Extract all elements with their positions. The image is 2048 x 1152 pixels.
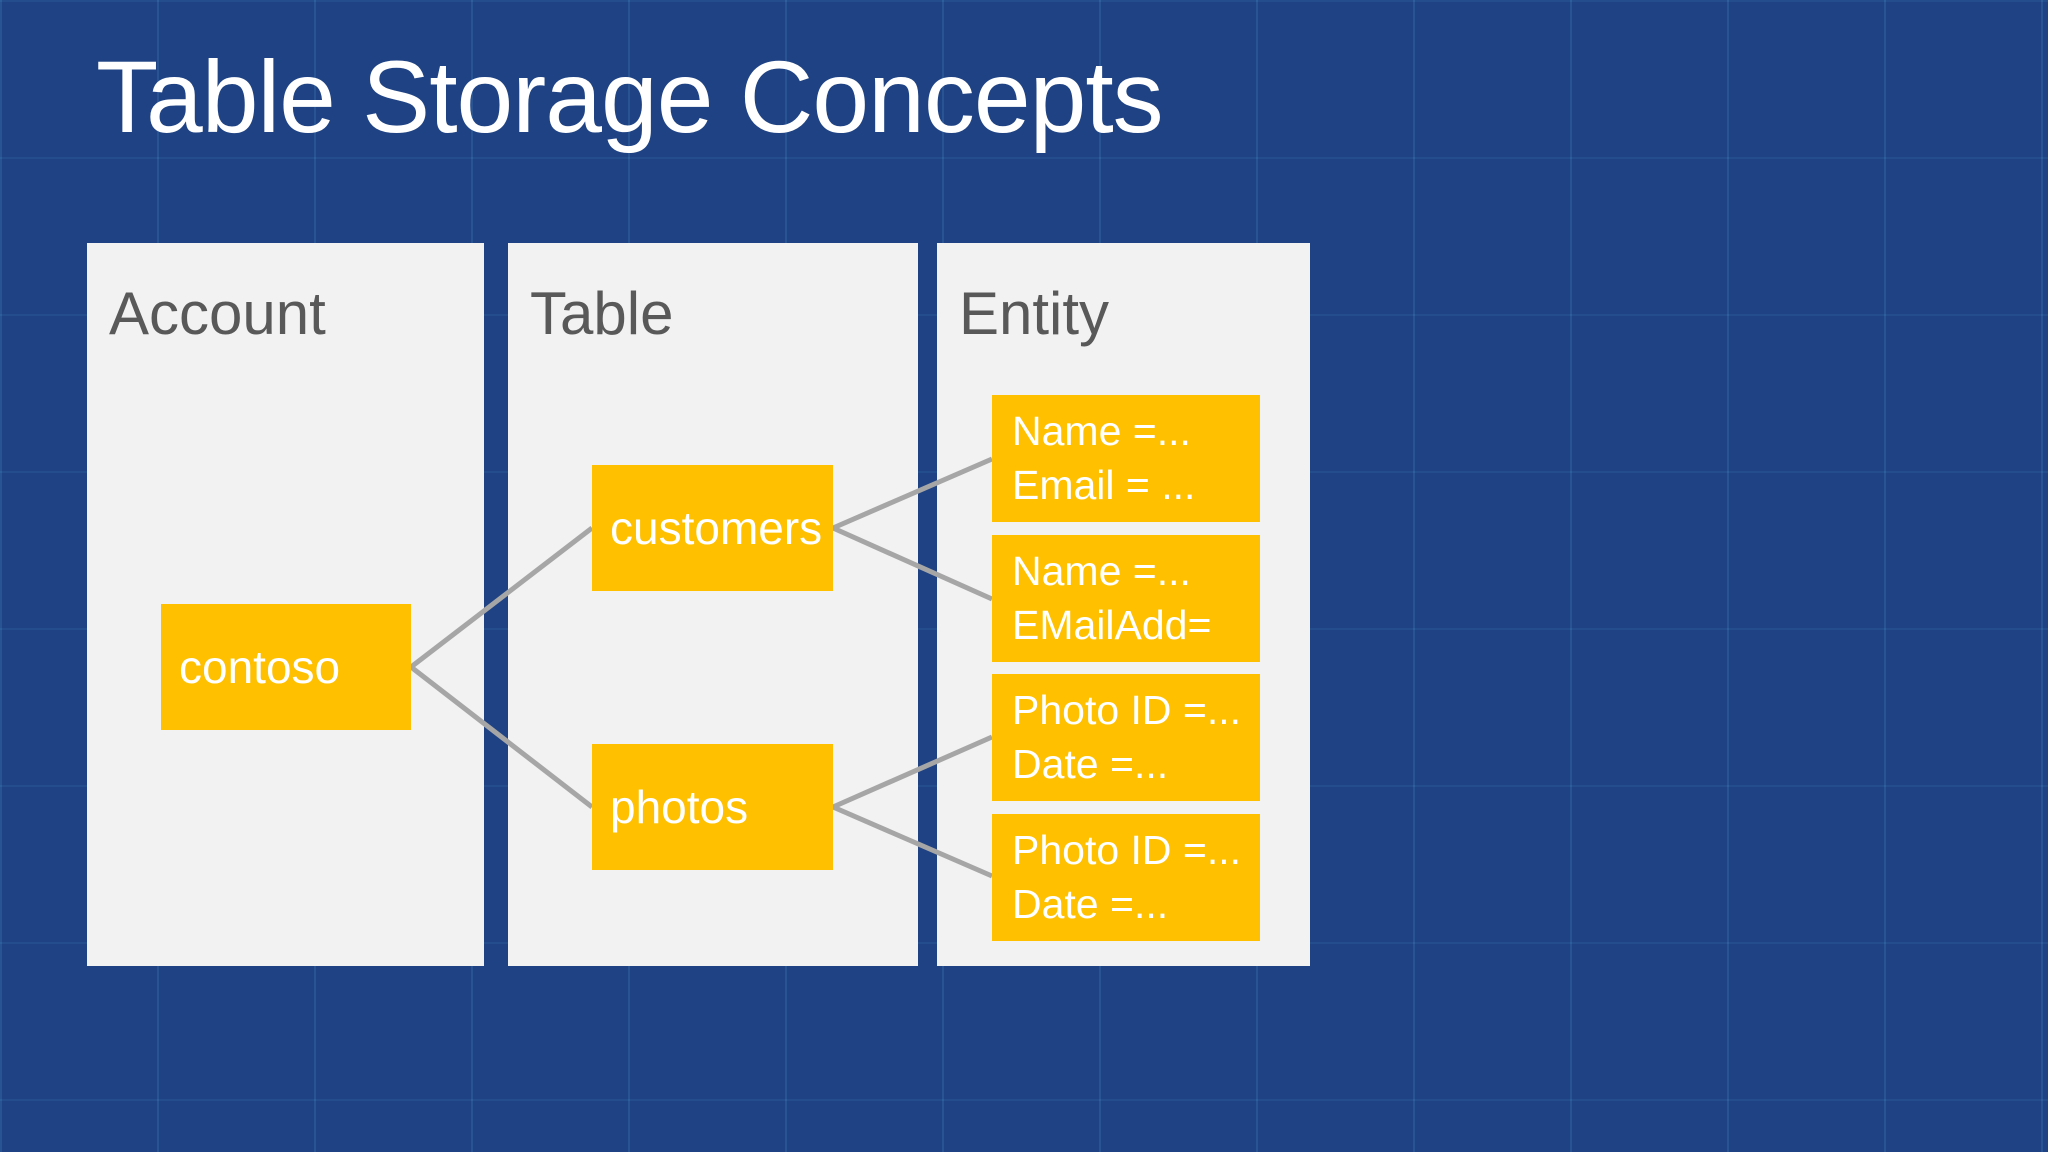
entity-node: Name =... EMailAdd=	[992, 535, 1260, 662]
account-node-label: contoso	[179, 640, 341, 693]
entity-node: Name =... Email = ...	[992, 395, 1260, 522]
entity-node-line1: Name =...	[1012, 408, 1191, 455]
entity-node-line2: EMailAdd=	[1012, 601, 1212, 648]
slide-title: Table Storage Concepts	[96, 40, 1164, 154]
table-node-label: photos	[610, 780, 749, 833]
entity-node-line2: Email = ...	[1012, 461, 1196, 508]
entity-node: Photo ID =... Date =...	[992, 674, 1260, 801]
entity-node-line1: Photo ID =...	[1012, 827, 1242, 874]
panel-account-header: Account	[109, 280, 326, 347]
account-node-contoso: contoso	[161, 604, 411, 730]
table-node-photos: photos	[592, 744, 833, 870]
entity-node-line2: Date =...	[1012, 880, 1169, 927]
table-node-label: customers	[610, 501, 823, 554]
entity-node-line1: Photo ID =...	[1012, 687, 1242, 734]
table-node-customers: customers	[592, 465, 833, 591]
panel-entity-header: Entity	[959, 280, 1110, 347]
panel-table-header: Table	[530, 280, 674, 347]
entity-node-line2: Date =...	[1012, 740, 1169, 787]
entity-node: Photo ID =... Date =...	[992, 814, 1260, 941]
entity-node-line1: Name =...	[1012, 548, 1191, 595]
